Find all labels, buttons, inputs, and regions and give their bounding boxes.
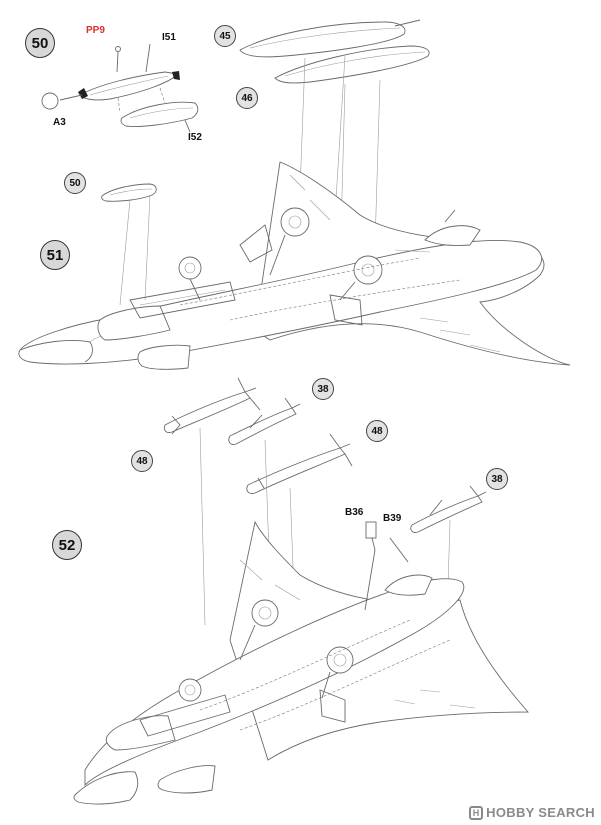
aircraft-51 [18,161,571,370]
missile-48-right [246,433,353,494]
ref-part-38-top: 38 [312,378,334,400]
hobby-logo-icon: H [469,805,484,820]
step-number-51: 51 [40,240,70,270]
ref-part-50: 50 [64,172,86,194]
ref-part-38-right: 38 [486,468,508,490]
step-number-52: 52 [52,530,82,560]
drop-tank-45 [239,19,421,58]
watermark-text: HOBBY SEARCH [486,805,595,820]
part-label-a3: A3 [53,117,66,128]
missile-48-left [163,377,261,435]
part-label-pp9: PP9 [86,25,105,36]
watermark: H HOBBY SEARCH [469,805,595,820]
ref-part-48-left: 48 [131,450,153,472]
ref-part-45: 45 [214,25,236,47]
part-label-b39: B39 [383,513,402,524]
part-label-i51: I51 [162,32,176,43]
drop-tank-small [120,101,199,133]
step-number-50: 50 [25,28,55,58]
missile-38-right [410,485,487,533]
part-label-i52: I52 [188,132,202,143]
pylon-assembly [41,43,180,113]
part-label-b36: B36 [345,507,364,518]
drop-tank-46 [274,45,430,84]
ref-part-46: 46 [236,87,258,109]
missile-38-top [228,397,301,445]
ref-part-48-right: 48 [366,420,388,442]
drop-tank-50 [101,183,157,202]
aircraft-52 [73,520,529,805]
